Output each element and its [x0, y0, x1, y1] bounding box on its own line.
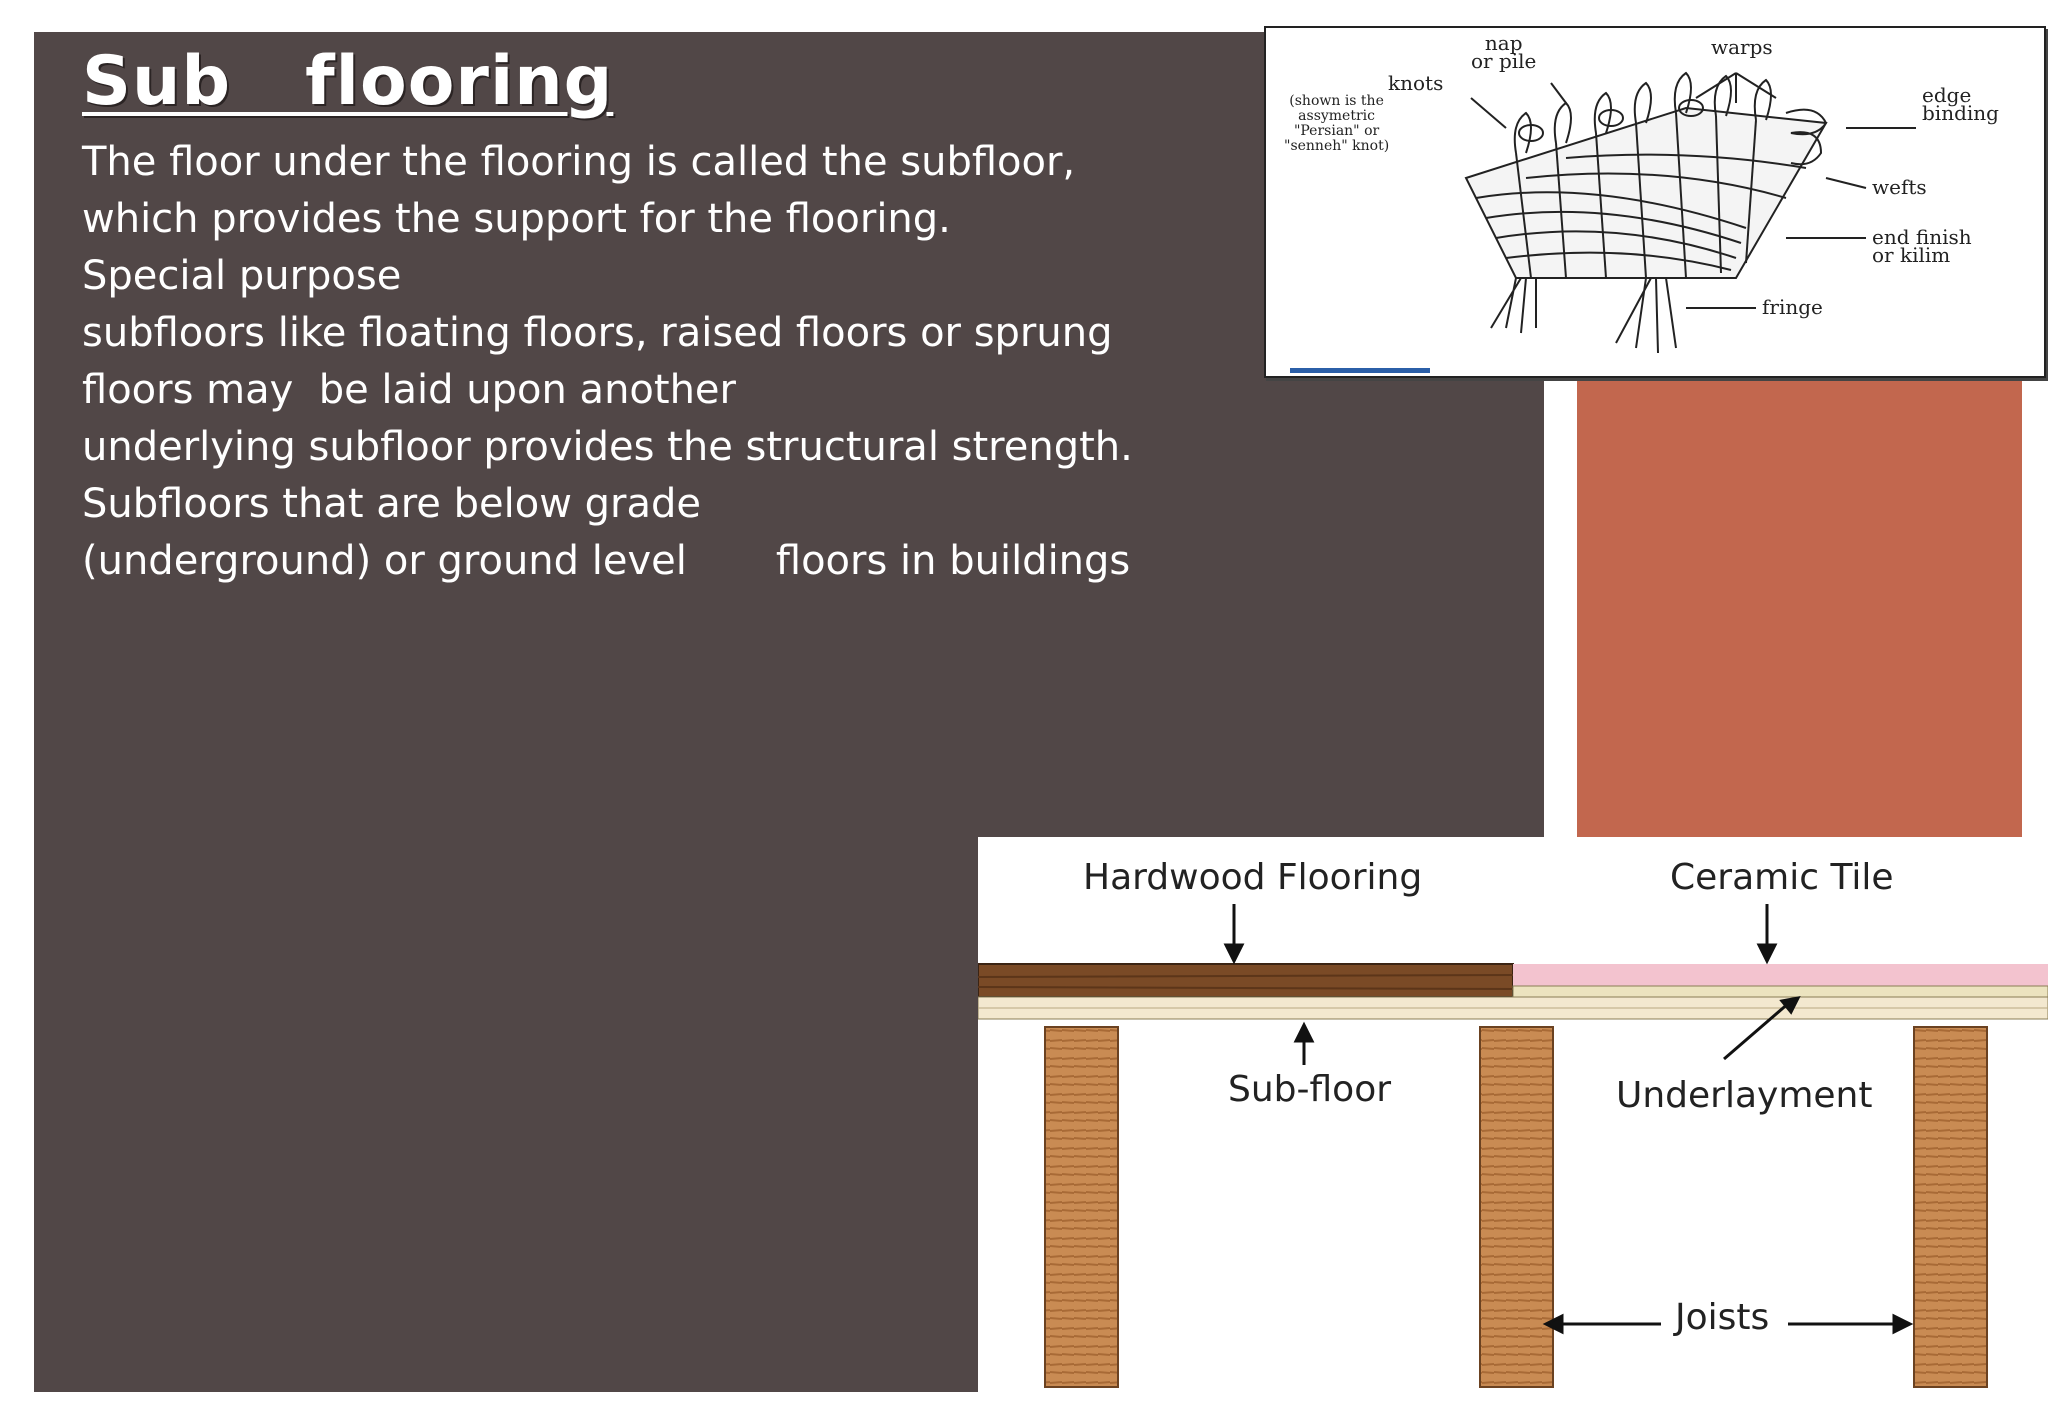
label-sub-floor: Sub-floor	[1228, 1069, 1392, 1110]
label-ceramic-tile: Ceramic Tile	[1670, 857, 1894, 898]
label-hardwood-flooring: Hardwood Flooring	[1083, 857, 1423, 898]
label-knots-note: (shown is the assymetric "Persian" or "s…	[1284, 93, 1390, 154]
label-wefts: wefts	[1872, 175, 1927, 199]
label-joists: Joists	[1675, 1297, 1770, 1338]
body-line: (underground) or ground level floors in …	[82, 538, 1131, 584]
body-line: floors may be laid upon another	[82, 367, 736, 413]
slide-title: Sub flooring	[82, 42, 614, 121]
floor-illustration	[978, 904, 2048, 1388]
label-end-finish: end finish or kilim	[1872, 225, 1972, 267]
slide-body: The floor under the flooring is called t…	[82, 134, 1162, 590]
label-nap: nap or pile	[1471, 31, 1537, 73]
rug-construction-diagram: nap or pile warps knots (shown is the as…	[1264, 26, 2046, 378]
accent-block	[1577, 370, 2022, 838]
body-line: Subfloors that are below grade	[82, 481, 701, 527]
label-underlayment: Underlayment	[1616, 1075, 1873, 1116]
rug-illustration	[1290, 71, 1916, 373]
floor-cross-section-diagram: Hardwood Flooring Ceramic Tile Sub-floor…	[978, 837, 2048, 1393]
label-fringe: fringe	[1762, 295, 1823, 319]
body-line: Special purpose	[82, 253, 402, 299]
body-line: which provides the support for the floor…	[82, 196, 951, 242]
body-line: underlying subfloor provides the structu…	[82, 424, 1133, 470]
label-warps: warps	[1711, 35, 1773, 59]
body-line: subfloors like floating floors, raised f…	[82, 310, 1113, 356]
label-edge-binding: edge binding	[1922, 83, 1999, 125]
body-line: The floor under the flooring is called t…	[82, 139, 1076, 185]
label-knots: knots	[1388, 71, 1444, 95]
